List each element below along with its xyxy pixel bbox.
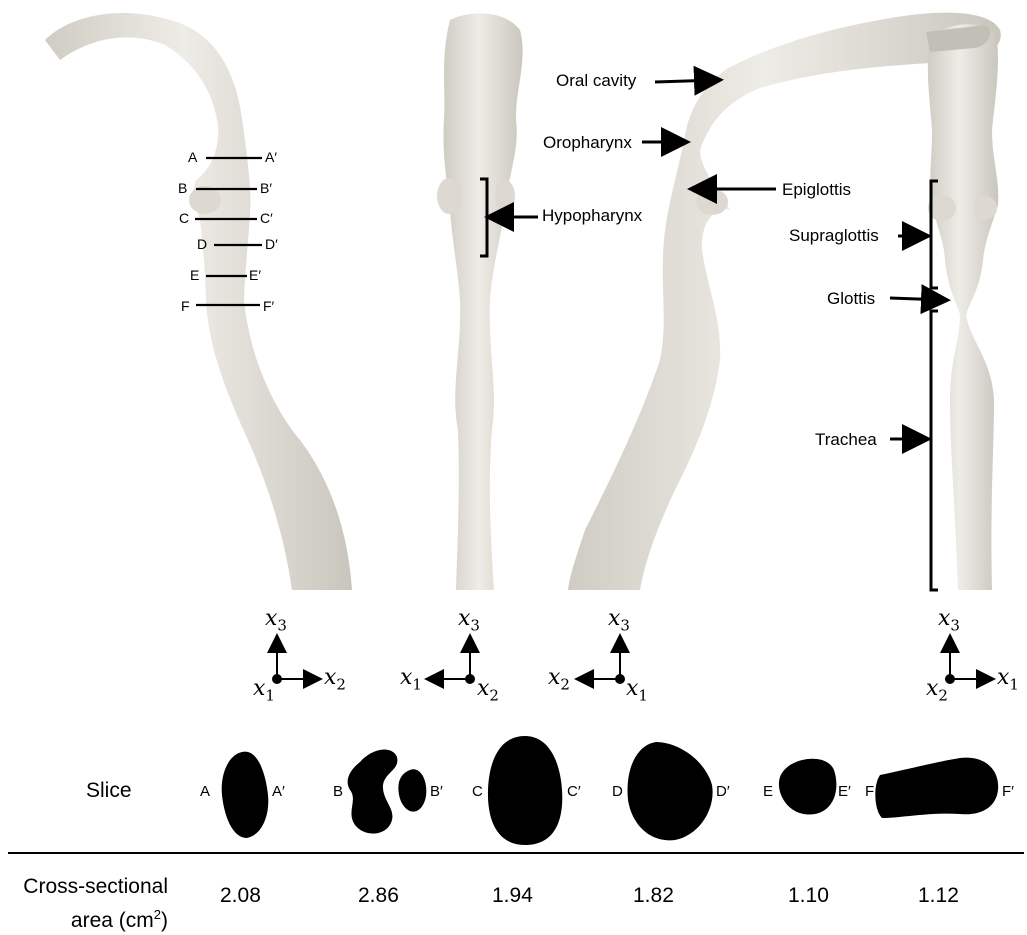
slice-marker-left-f: F — [181, 298, 190, 314]
airway-front-view-2 — [437, 13, 523, 590]
shape-label-right-c: C′ — [567, 783, 581, 800]
axis-triad-2 — [428, 637, 474, 683]
slice-marker-right-d: D′ — [265, 236, 278, 252]
axis4-origin-label: x2 — [926, 676, 948, 704]
slice-shape-c — [488, 736, 562, 845]
area-value-e: 1.10 — [788, 884, 829, 908]
slice-marker-right-a: A′ — [265, 149, 277, 165]
axis1-up-label: x3 — [265, 606, 287, 634]
axis2-up-label: x3 — [458, 606, 480, 634]
axis-triad-1 — [273, 637, 319, 683]
axis3-left-label: x2 — [548, 665, 570, 693]
slice-shape-e — [779, 759, 836, 815]
axis4-right-label: x1 — [997, 665, 1019, 693]
area-value-f: 1.12 — [918, 884, 959, 908]
area-value-a: 2.08 — [220, 884, 261, 908]
slice-marker-left-a: A — [188, 149, 197, 165]
axis2-origin-label: x2 — [477, 676, 499, 704]
axis-triad-3 — [578, 637, 624, 683]
area-value-c: 1.94 — [492, 884, 533, 908]
axis3-origin-label: x1 — [626, 676, 648, 704]
label-glottis: Glottis — [827, 289, 875, 309]
airway-back-view-4 — [926, 24, 998, 590]
label-supraglottis: Supraglottis — [789, 226, 879, 246]
shape-label-right-f: F′ — [1002, 783, 1014, 800]
label-trachea: Trachea — [815, 430, 877, 450]
slice-shape-f — [875, 758, 998, 818]
slice-marker-left-e: E — [190, 267, 199, 283]
oral-cavity-arrow — [655, 80, 718, 82]
shape-label-left-a: A — [200, 783, 210, 800]
airway-side-view-1 — [45, 13, 352, 590]
shape-label-left-b: B — [333, 783, 343, 800]
slice-shape-b — [348, 750, 427, 834]
row-label-area: Cross-sectional area (cm2) — [10, 873, 168, 935]
row-label-slice: Slice — [86, 779, 132, 803]
label-hypopharynx: Hypopharynx — [542, 206, 642, 226]
axis4-up-label: x3 — [938, 606, 960, 634]
label-oral-cavity: Oral cavity — [556, 71, 636, 91]
glottis-arrow — [890, 298, 945, 300]
shape-label-right-a: A′ — [272, 783, 285, 800]
shape-label-left-c: C — [472, 783, 483, 800]
slice-marker-left-b: B — [178, 180, 187, 196]
shape-label-left-d: D — [612, 783, 623, 800]
shape-label-left-f: F — [865, 783, 874, 800]
slice-shape-a — [222, 752, 269, 838]
slice-marker-right-c: C′ — [260, 210, 273, 226]
slice-marker-left-c: C — [179, 210, 189, 226]
area-value-b: 2.86 — [358, 884, 399, 908]
area-value-d: 1.82 — [633, 884, 674, 908]
label-epiglottis: Epiglottis — [782, 180, 851, 200]
slice-marker-left-d: D — [197, 236, 207, 252]
slice-marker-right-e: E′ — [249, 267, 261, 283]
shape-label-right-e: E′ — [838, 783, 851, 800]
label-oropharynx: Oropharynx — [543, 133, 632, 153]
slice-shape-d — [628, 742, 713, 840]
slice-marker-right-f: F′ — [263, 298, 274, 314]
shape-label-right-b: B′ — [430, 783, 443, 800]
axis1-right-label: x2 — [324, 665, 346, 693]
axis-triad-4 — [946, 637, 992, 683]
shape-label-left-e: E — [763, 783, 773, 800]
axis1-origin-label: x1 — [253, 676, 275, 704]
axis3-up-label: x3 — [608, 606, 630, 634]
shape-label-right-d: D′ — [716, 783, 730, 800]
slice-marker-right-b: B′ — [260, 180, 272, 196]
trachea-bracket — [931, 311, 938, 590]
axis2-left-label: x1 — [400, 665, 422, 693]
